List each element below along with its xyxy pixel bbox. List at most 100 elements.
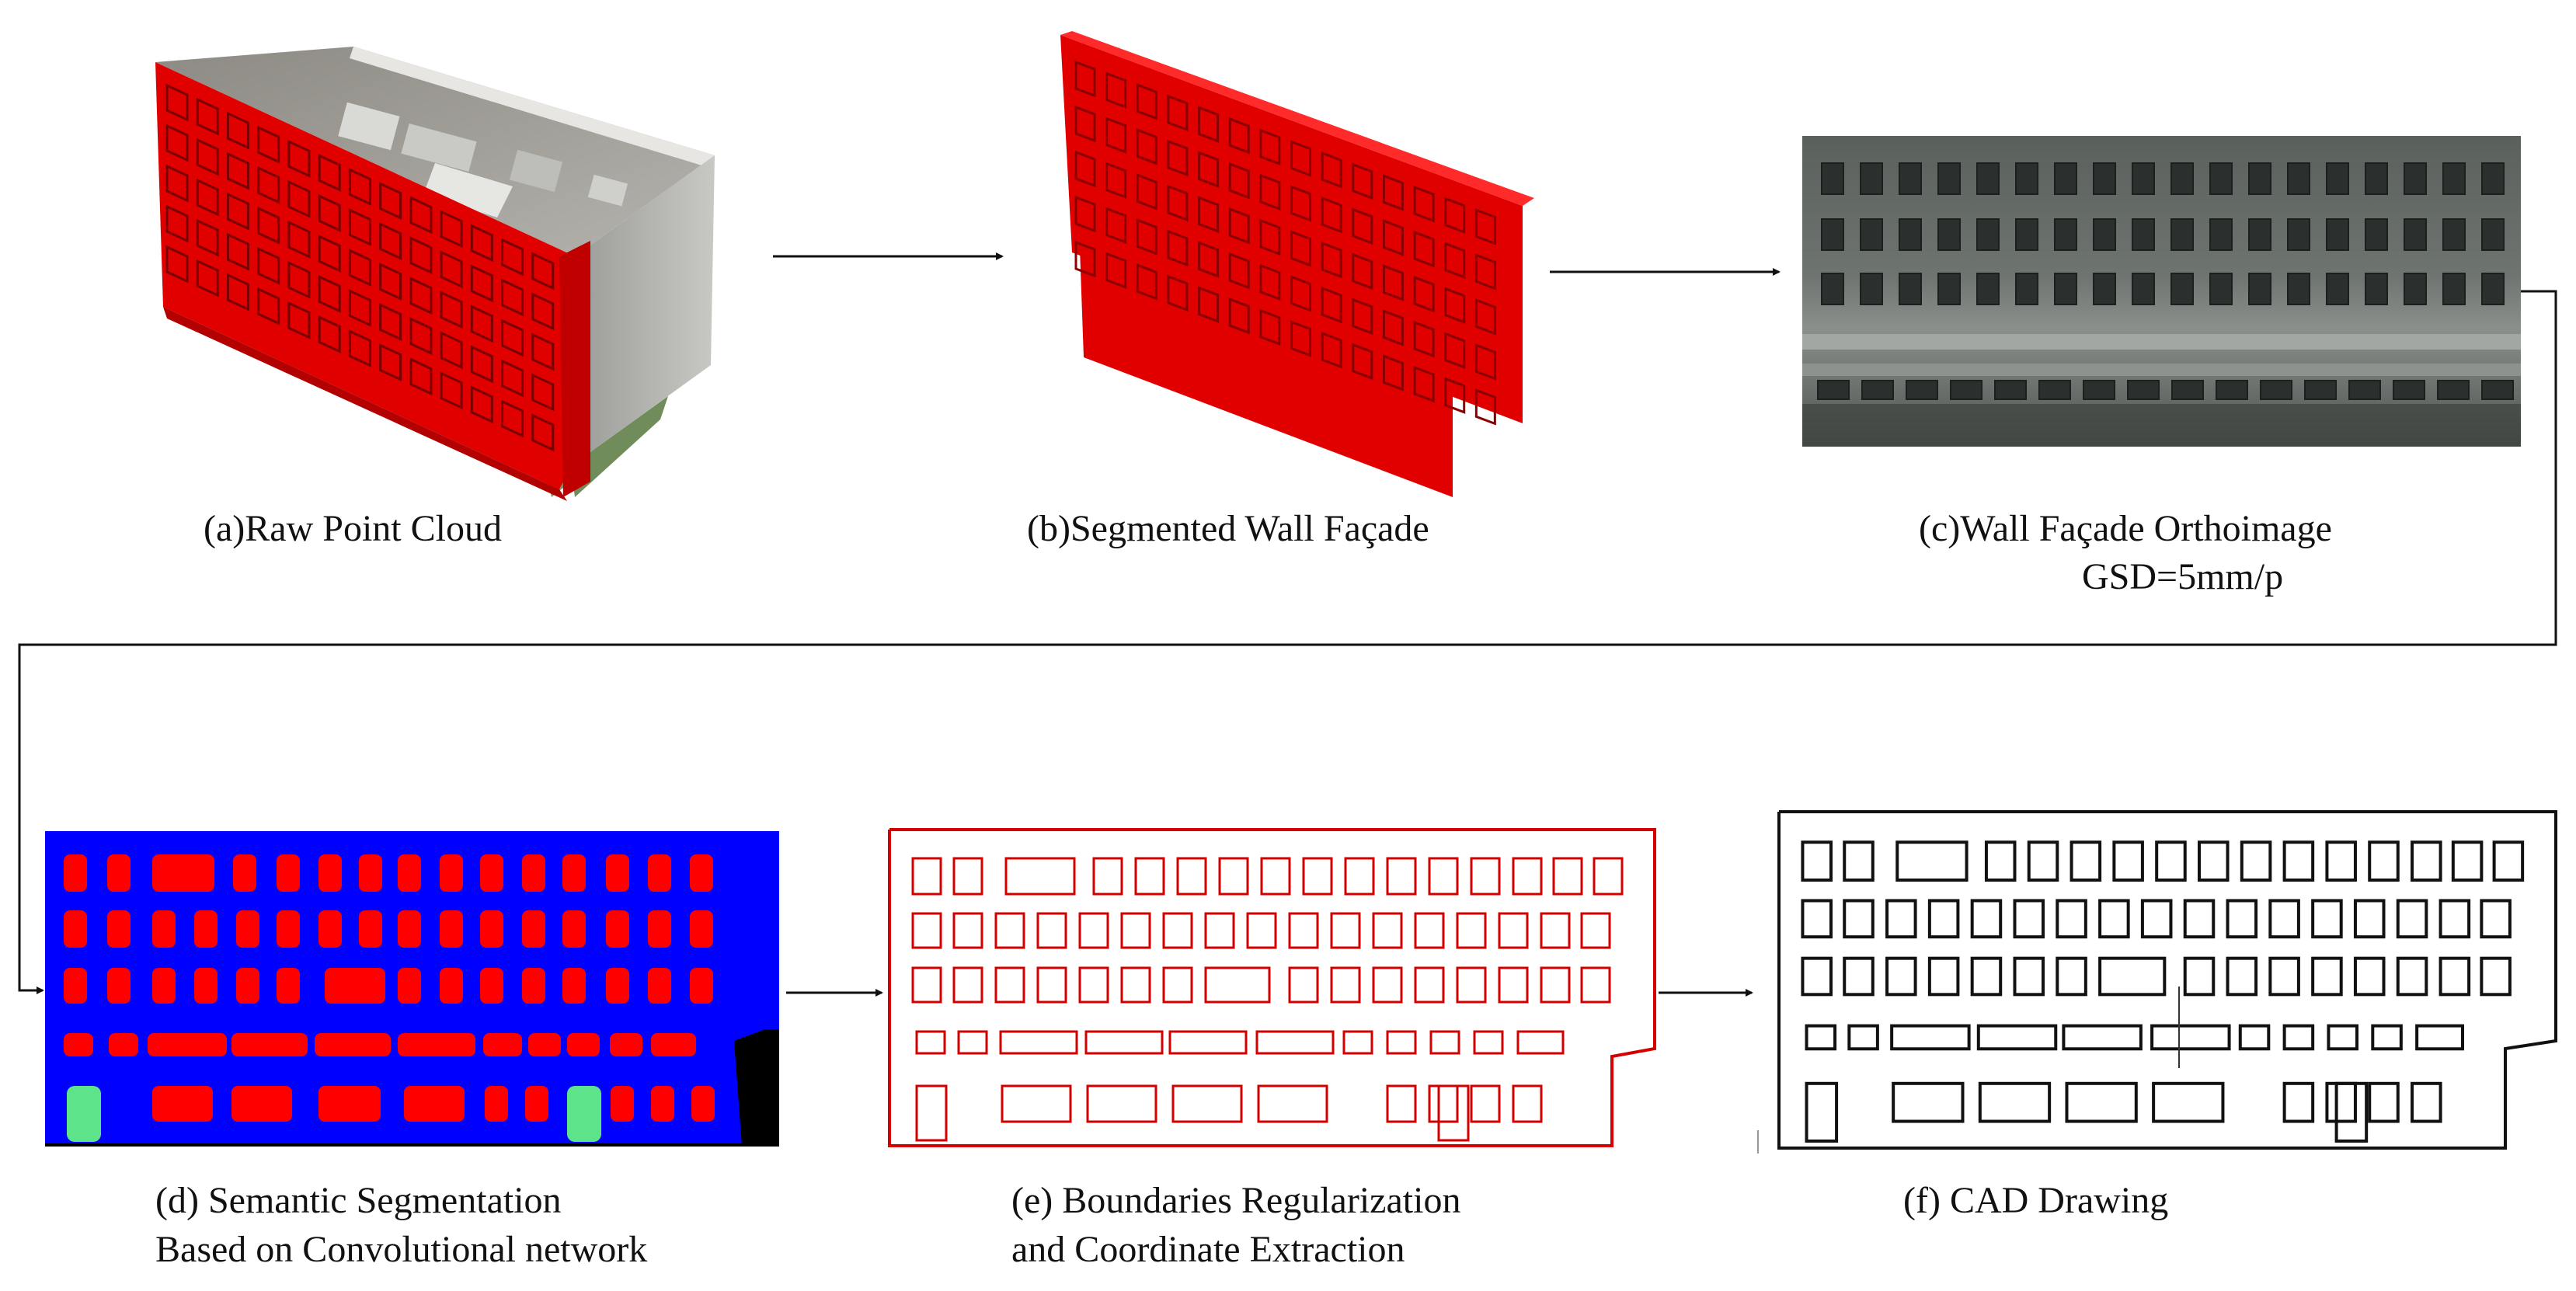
window-outline <box>318 194 341 232</box>
window-outline <box>440 371 463 410</box>
window-outline <box>1413 275 1435 313</box>
window-segment <box>277 968 300 1004</box>
window-segment <box>277 854 300 892</box>
window-boundary <box>1120 912 1151 949</box>
window-boundary <box>1344 857 1375 896</box>
window-segment <box>64 1033 93 1056</box>
window-boundary <box>1414 912 1445 949</box>
window-boundary <box>1162 966 1193 1004</box>
window-outline <box>1474 298 1496 336</box>
window-boundary <box>1078 912 1109 949</box>
window-outline <box>1382 174 1404 211</box>
window-boundary <box>2353 899 2386 939</box>
window-outline <box>501 238 524 277</box>
window-boundary <box>1805 1024 1837 1051</box>
window-boundary <box>957 1030 988 1055</box>
window-boundary <box>2325 1081 2357 1123</box>
window-outline <box>1290 230 1311 267</box>
window-outline <box>287 301 311 339</box>
window-outline <box>1105 71 1127 109</box>
window-segment <box>231 1086 292 1122</box>
window-boundary <box>1204 966 1271 1004</box>
window <box>2127 380 2160 400</box>
window-boundary <box>915 1030 946 1055</box>
window-outline <box>257 287 280 325</box>
window-boundary <box>2311 956 2343 997</box>
window-outline <box>409 277 433 315</box>
window-outline <box>531 373 555 412</box>
window-segment <box>648 910 671 948</box>
window-outline <box>379 343 402 381</box>
window-boundary <box>2013 899 2045 939</box>
window-boundary <box>2238 1024 2271 1051</box>
window-boundary <box>1428 857 1459 896</box>
window-boundary <box>1552 857 1583 896</box>
window-outline <box>1474 343 1496 381</box>
window <box>2038 380 2071 400</box>
window-outline <box>1321 196 1342 234</box>
cad-drawing-image <box>1757 810 2557 1154</box>
window <box>2209 162 2233 195</box>
window-outline <box>1444 197 1466 234</box>
window-boundary <box>2150 1024 2231 1051</box>
window-outline <box>1136 128 1157 165</box>
window-outline <box>226 111 249 150</box>
window-outline <box>1290 320 1311 357</box>
window-outline <box>1444 287 1466 324</box>
window-outline <box>287 220 311 259</box>
window-boundary <box>1927 899 1960 939</box>
window <box>2132 162 2155 195</box>
window-outline <box>1413 365 1435 403</box>
window-boundary <box>2415 1024 2465 1051</box>
window <box>2015 218 2038 251</box>
window-outline <box>440 210 463 249</box>
window-segment <box>315 1033 391 1056</box>
window <box>2404 273 2427 305</box>
window-boundary <box>1456 966 1487 1004</box>
window-segment <box>233 854 256 892</box>
window <box>2083 380 2115 400</box>
window-boundary <box>2183 899 2216 939</box>
window-boundary <box>2013 956 2045 997</box>
window-outline <box>1228 298 1250 335</box>
window-boundary <box>2451 840 2484 882</box>
window-outline <box>1352 207 1373 245</box>
window-boundary <box>1843 956 1875 997</box>
door-boundary <box>1437 1084 1470 1142</box>
window-boundary <box>1330 966 1361 1004</box>
window-boundary <box>2098 899 2130 939</box>
window-outline <box>348 329 371 367</box>
door-boundary <box>1805 1081 1839 1143</box>
window-segment <box>107 910 131 948</box>
window-outline <box>531 292 555 331</box>
window-outline <box>1382 264 1404 301</box>
window <box>2437 380 2470 400</box>
window-boundary <box>1895 840 1969 882</box>
window-segment <box>148 1033 227 1056</box>
window <box>1821 162 1844 195</box>
window-segment <box>485 1086 508 1122</box>
window-outline <box>531 332 555 371</box>
window <box>2093 273 2116 305</box>
window-boundary <box>1162 912 1193 949</box>
window-segment <box>480 968 503 1004</box>
window <box>2287 218 2310 251</box>
window-outline <box>409 317 433 355</box>
window <box>2442 273 2466 305</box>
window-segment <box>398 1033 475 1056</box>
window-boundary <box>1036 966 1067 1004</box>
window-segment <box>562 968 586 1004</box>
window-segment <box>319 1086 381 1122</box>
window-segment <box>691 1086 715 1122</box>
window-outline <box>1259 128 1281 166</box>
window-boundary <box>2070 840 2102 882</box>
window-segment <box>606 854 629 892</box>
window-outline <box>1352 298 1373 335</box>
window-boundary <box>2282 840 2315 882</box>
window-outline <box>409 357 433 395</box>
window-outline <box>1259 263 1281 301</box>
window-outline <box>196 259 219 298</box>
window-segment <box>480 854 503 892</box>
window-outline <box>348 289 371 327</box>
window-segment <box>109 1033 138 1056</box>
